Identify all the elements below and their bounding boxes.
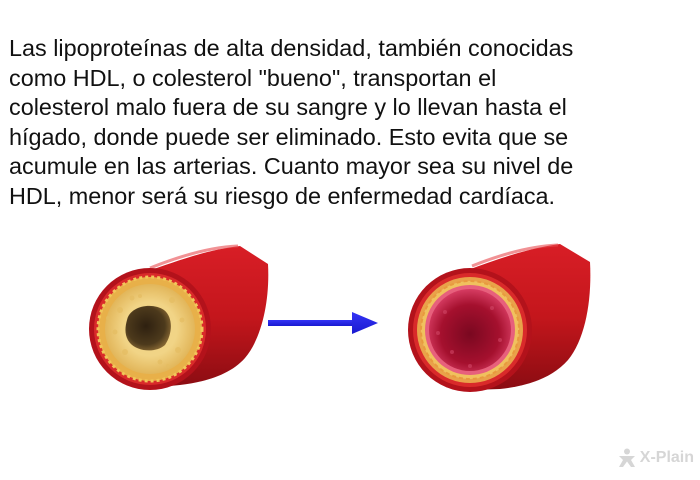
x-plain-logo: X-Plain	[616, 448, 694, 468]
right-arrow-icon	[268, 312, 378, 334]
clear-artery	[408, 243, 591, 392]
body-paragraph: Las lipoproteínas de alta densidad, tamb…	[9, 34, 695, 212]
open-lumen	[429, 289, 511, 371]
paragraph-line: Las lipoproteínas de alta densidad, tamb…	[9, 35, 574, 61]
clogged-artery	[89, 244, 269, 390]
paragraph-line: HDL, menor será su riesgo de enfermedad …	[9, 182, 556, 209]
paragraph-line: acumule en las arterias. Cuanto mayor se…	[9, 153, 574, 180]
paragraph-line: colesterol malo fuera de su sangre y lo …	[9, 94, 567, 121]
paragraph-line: hígado, donde puede ser eliminado. Esto …	[9, 123, 569, 150]
x-plain-logo-text: X-Plain	[639, 449, 694, 466]
narrow-lumen	[125, 305, 171, 351]
paragraph-line: como HDL, o colesterol "bueno", transpor…	[9, 64, 497, 91]
artery-illustration	[89, 243, 591, 392]
x-plain-logo-icon	[618, 448, 635, 467]
